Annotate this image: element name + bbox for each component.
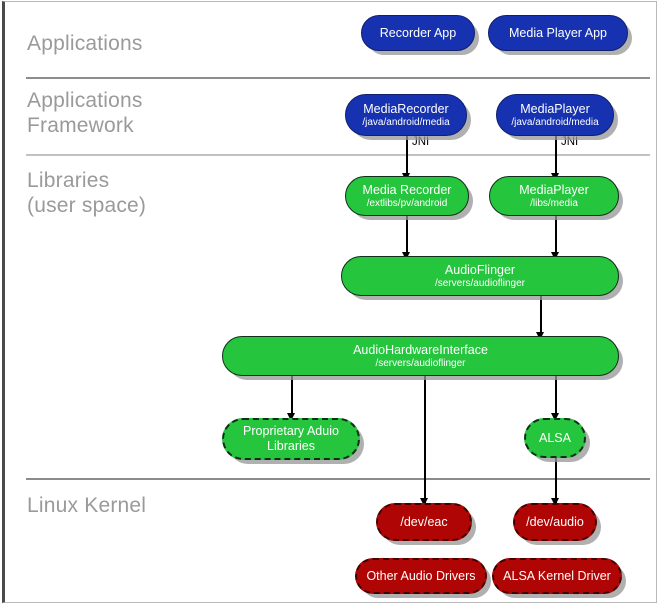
divider-applications [26, 77, 650, 79]
band-label-libraries: Libraries (user space) [27, 169, 147, 217]
node-media-player-app[interactable]: Media Player App [488, 15, 628, 51]
band-label-linux-kernel: Linux Kernel [27, 494, 147, 517]
arrowhead-ahi-alsa [551, 413, 559, 421]
node-alsa-kernel-driver-title: ALSA Kernel Driver [503, 568, 611, 583]
node-media-recorder-framework-path: /java/android/media [362, 116, 450, 128]
connector-mediaplayerlib-audioflinger [555, 216, 557, 256]
node-dev-audio-title: /dev/audio [526, 514, 584, 529]
node-media-recorder-framework[interactable]: MediaRecorder /java/android/media [345, 94, 467, 136]
node-other-audio-drivers-title: Other Audio Drivers [366, 568, 476, 583]
node-audioflinger[interactable]: AudioFlinger /servers/audioflinger [341, 256, 619, 296]
arrowhead-ahi-proprietary [287, 413, 295, 421]
band-label-applications: Applications [27, 32, 143, 55]
node-audiohardwareinterface-title: AudioHardwareInterface [353, 342, 488, 357]
node-media-player-framework-path: /java/android/media [511, 116, 599, 128]
node-media-recorder-library-title: Media Recorder [362, 182, 452, 197]
node-alsa-kernel-driver[interactable]: ALSA Kernel Driver [492, 558, 622, 594]
node-proprietary-audio-libraries[interactable]: Proprietary Aduio Libraries [222, 418, 360, 460]
band-label-applications-framework: Applications Framework [27, 89, 143, 137]
node-audiohardwareinterface[interactable]: AudioHardwareInterface /servers/audiofli… [222, 336, 619, 376]
connector-audioflinger-audiohardwareinterface [540, 296, 542, 336]
connector-mediarecorder-jni [406, 136, 408, 177]
connector-ahi-proprietary [291, 375, 293, 417]
node-media-recorder-framework-title: MediaRecorder [363, 101, 449, 116]
node-media-player-framework[interactable]: MediaPlayer /java/android/media [496, 94, 614, 136]
connector-mediarecorderlib-audioflinger [406, 216, 408, 256]
node-proprietary-audio-libraries-title-line2: Libraries [267, 439, 315, 453]
node-media-player-library-path: /libs/media [530, 197, 578, 209]
connector-ahi-deveac [424, 375, 426, 503]
node-audioflinger-title: AudioFlinger [444, 262, 516, 277]
edge-label-jni-player: JNI [561, 136, 579, 148]
connector-mediaplayer-jni [555, 136, 557, 177]
node-recorder-app[interactable]: Recorder App [361, 15, 475, 51]
node-audiohardwareinterface-path: /servers/audioflinger [375, 357, 466, 369]
node-alsa-title: ALSA [539, 430, 571, 445]
node-dev-eac-title: /dev/eac [400, 514, 448, 529]
connector-alsa-devaudio [555, 458, 557, 503]
node-media-recorder-library[interactable]: Media Recorder /extlibs/pv/android [345, 176, 469, 216]
node-media-player-library-title: MediaPlayer [519, 182, 589, 197]
node-other-audio-drivers[interactable]: Other Audio Drivers [355, 558, 487, 594]
node-dev-eac[interactable]: /dev/eac [376, 503, 472, 541]
node-dev-audio[interactable]: /dev/audio [513, 503, 597, 541]
node-recorder-app-title: Recorder App [379, 25, 457, 40]
divider-applications-framework [26, 154, 650, 156]
connector-ahi-alsa [555, 375, 557, 417]
node-proprietary-audio-libraries-title: Proprietary Aduio [243, 424, 339, 438]
arrowhead-alsa-devaudio [551, 498, 559, 506]
node-alsa[interactable]: ALSA [524, 418, 586, 458]
node-media-player-library[interactable]: MediaPlayer /libs/media [489, 176, 619, 216]
edge-label-jni-recorder: JNI [412, 136, 430, 148]
arrowhead-ahi-deveac [420, 498, 428, 506]
node-media-recorder-library-path: /extlibs/pv/android [366, 197, 448, 209]
node-media-player-app-title: Media Player App [509, 25, 607, 40]
divider-linux-kernel [26, 478, 650, 480]
node-media-player-framework-title: MediaPlayer [520, 101, 590, 116]
node-audioflinger-path: /servers/audioflinger [434, 277, 526, 289]
